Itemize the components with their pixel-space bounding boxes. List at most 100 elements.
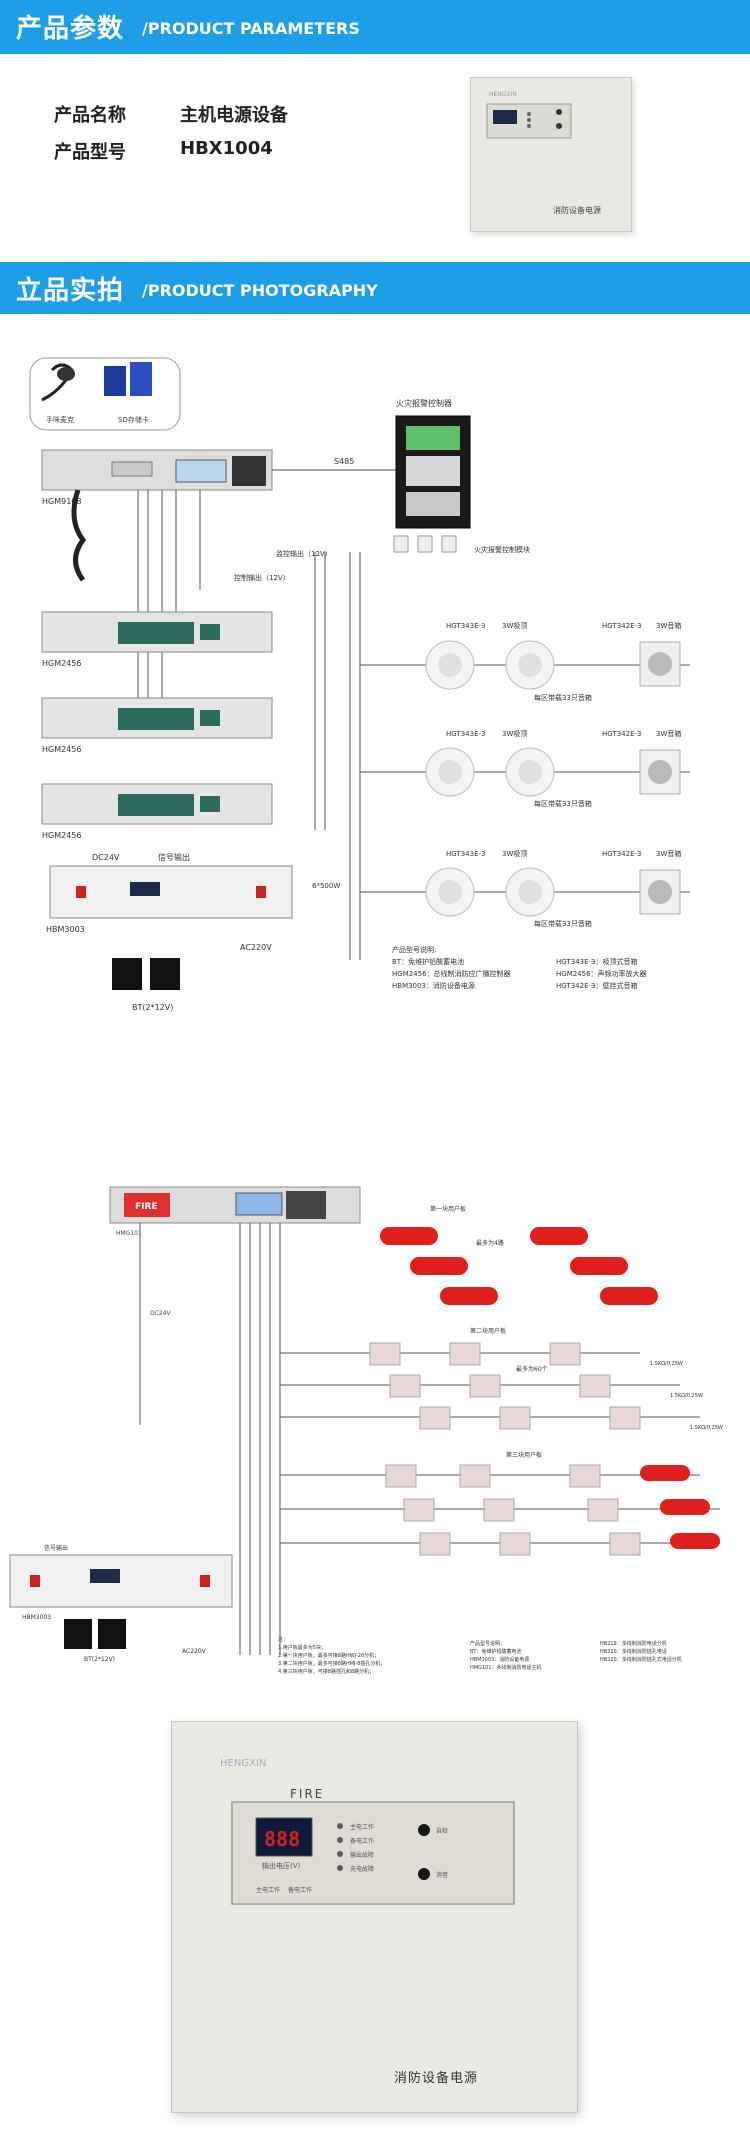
zone-note-3: 每区带载33只音箱 [534,919,592,928]
thumbnail-logo: HENGXIN [489,91,517,98]
mixed-row-1 [280,1464,700,1488]
display-caption: 输出电压(V) [262,1861,301,1870]
legend-item-5: HGM2456：声频功率放大器 [556,969,647,978]
tel-battery-label: BT(2*12V) [84,1656,115,1663]
signal-out-label-2: 信号输出 [44,1544,68,1552]
power-display [130,882,160,896]
amplifier-1 [41,611,273,653]
max-note-2: 最多为60个 [516,1365,548,1373]
spk1-label-2: HGT343E-3 [446,730,485,738]
tel-battery-2 [98,1619,126,1649]
fire-controller-screen [406,426,460,450]
handset-group-1 [380,1227,658,1305]
max-note-1: 最多为4路 [476,1239,504,1247]
handset-cord [71,489,87,582]
legend-item-3: HBM3003：消防设备电源 [392,981,475,990]
fire-controller-panel [406,456,460,486]
signal-out-label: 信号输出 [158,852,190,862]
loop-2-label: 第二块用户板 [470,1327,506,1335]
indicator-1 [337,1823,343,1829]
speaker-row-3 [360,867,690,917]
telephone-system-diagram: FIRE HMG101 DC24V 第一块用户板 最多为4路 第二块用户板 1.… [9,1186,723,1675]
mic-icon [57,367,75,381]
telephone-power-switch-2 [200,1575,210,1587]
hgm9108-label: HGM9108 [42,497,81,506]
tel-note-1: 1.用户板最多为5块； [278,1644,326,1651]
amp-1-label: HGM2456 [42,659,81,668]
zone-note-2: 每区带载33只音箱 [534,799,592,808]
rc-note-3: 1.5KΩ/0.25W [690,1425,723,1431]
spec-model-label: 产品型号 [54,142,126,163]
ac220v-label-2: AC220V [182,1648,207,1655]
tel-note-right-5: HB210：多线制消防插孔电话 [600,1648,667,1655]
indicator-3 [337,1851,343,1857]
spec-model-value: HBX1004 [180,138,273,159]
wiring-label: 6*500W [312,882,340,890]
hgm9108-slot [111,461,153,477]
module-label: 火灾报警控制模块 [474,545,530,554]
spk1-label-3: HGT343E-3 [446,850,485,858]
voltage-digits: 888 [264,1827,300,1851]
legend-item-2: HGM2456：总线制消防应广播控制器 [392,969,511,978]
spk2-label-3: HGT342E-3 [602,850,641,858]
sd-card-icon-2 [130,362,152,396]
speaker-row-1 [360,640,690,690]
legend-title: 产品型号说明: [392,945,436,954]
tel-note-right-4: HB219：多线制消防电话分机 [600,1640,667,1647]
spk2-power-1: 3W音箱 [656,621,681,630]
indicator-label-2: 备电工作 [350,1837,374,1845]
mute-button [418,1868,430,1880]
spk2-power-2: 3W音箱 [656,729,681,738]
module-2 [417,535,433,553]
product-thumbnail-art: HENGXIN 消防设备电源 [486,91,601,215]
telephone-power-display [90,1569,120,1583]
product-thumbnail: HENGXIN 消防设备电源 [470,77,632,232]
bottom-label-1: 主电工作 [256,1886,280,1894]
photo-title-en: /PRODUCT PHOTOGRAPHY [142,281,378,300]
indicator-label-3: 输出故障 [350,1851,374,1859]
module-1 [393,535,409,553]
amplifier-2 [41,697,273,739]
battery-1 [112,958,142,990]
tel-note-right-2: HBM3003：消防设备电源 [470,1656,529,1663]
rc-note-2: 1.5KΩ/0.25W [670,1393,703,1399]
module-3 [441,535,457,553]
photo-rule [0,310,750,312]
amp-3-label: HGM2456 [42,831,81,840]
photo-title-zh: 立品实拍 [16,276,125,306]
controller-title: 火灾报警控制器 [396,398,452,408]
power-unit-label: HBM3003 [22,1614,51,1621]
zone-note-1: 每区带载33只音箱 [534,693,592,702]
spk2-label-1: HGT342E-3 [602,622,641,630]
aux-out-label: 监控输出（12V） [276,549,332,558]
power-supply-front: HENGXIN FIRE 888 输出电压(V) 主电工作 备电工作 输出故障 … [220,1758,515,2086]
telephone-power-switch [30,1575,40,1587]
tel-note-right-6: HB220：多线制消防插孔式电话分机 [600,1656,682,1663]
host-keypad [286,1191,326,1219]
bus-lines [137,490,361,960]
tel-note-right-0: 产品型号说明： [470,1640,505,1647]
sd-label: SD存储卡 [118,415,149,424]
telephone-power-unit [9,1554,233,1608]
speaker-row-2 [360,747,690,797]
power-switch-2 [256,886,266,898]
bottom-label-2: 备电工作 [288,1886,312,1894]
mute-label: 消音 [436,1871,448,1879]
indicator-2 [337,1837,343,1843]
jack-row-3 [280,1406,700,1430]
thumbnail-brand: 消防设备电源 [553,205,601,215]
tel-note-2: 2.第一块用户板，最多可接8路HWJ-26分机； [278,1652,379,1659]
amplifier-3 [41,783,273,825]
spk1-power-2: 3W吸顶 [502,730,527,738]
params-title-en: /PRODUCT PARAMETERS [142,19,360,38]
spec-name-value: 主机电源设备 [180,105,288,126]
power-supply-photo: HENGXIN FIRE 888 输出电压(V) 主电工作 备电工作 输出故障 … [171,1721,578,2113]
indicator-label-1: 主电工作 [350,1823,374,1831]
hbm3003-label: HBM3003 [46,925,85,934]
mic-label: 手咪麦克 [46,415,74,424]
host-label: HMG101 [116,1230,142,1237]
tel-note-right-1: BT：免维护铅酸蓄电池 [470,1648,522,1655]
hgm9108-keypad [232,456,266,486]
jack-row-2 [280,1374,680,1398]
sd-card-icon [104,366,126,396]
